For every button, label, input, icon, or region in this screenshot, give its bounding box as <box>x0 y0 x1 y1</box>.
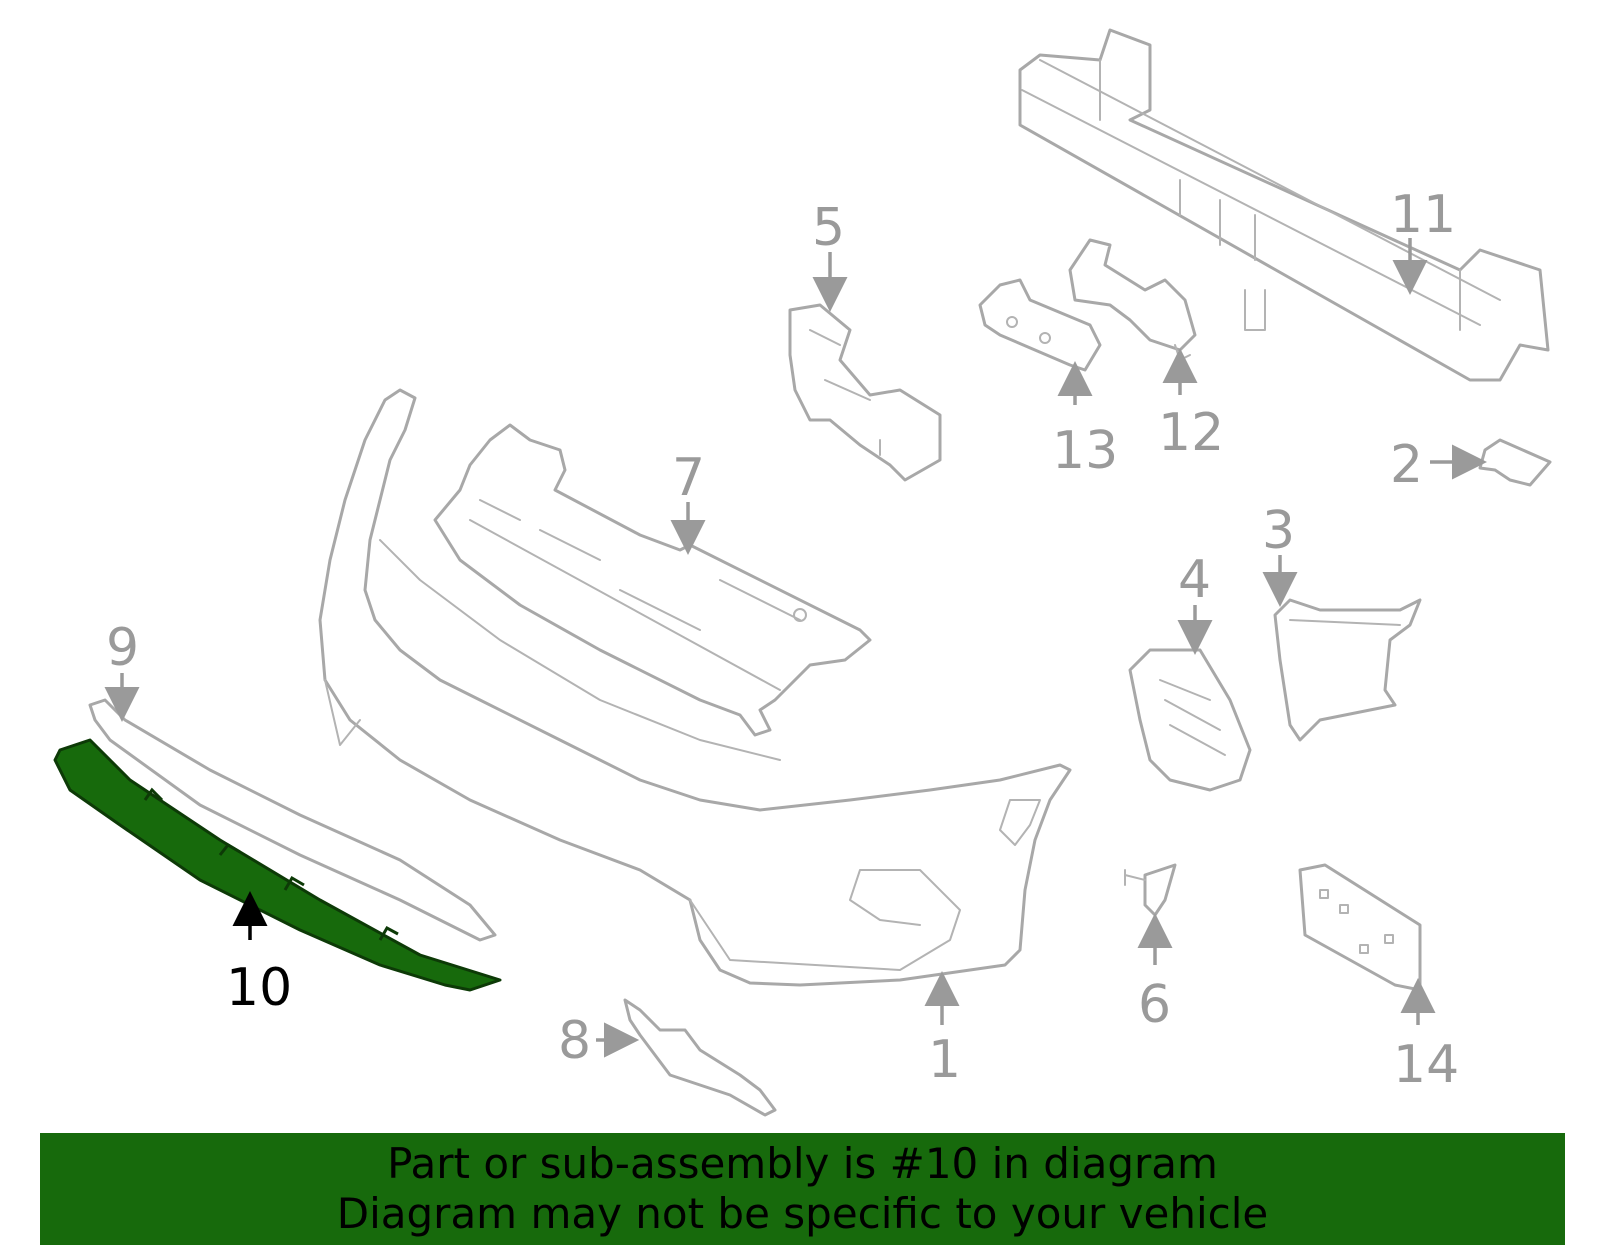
bumper-cover-part-1 <box>318 388 1072 987</box>
callout-2: 2 <box>1390 435 1423 495</box>
callout-5: 5 <box>812 198 845 258</box>
bracket-part-8 <box>623 998 777 1117</box>
callout-3: 3 <box>1262 501 1295 561</box>
callout-arrows <box>104 238 1487 1058</box>
license-bracket-part-14 <box>1298 863 1422 992</box>
bracket-part-5 <box>788 303 942 482</box>
callout-9: 9 <box>106 618 139 678</box>
spoiler-part-10 <box>53 738 502 992</box>
fastener-part-6 <box>1124 863 1177 917</box>
callout-labels: 1 2 3 4 5 6 7 8 9 10 11 12 13 14 <box>106 185 1459 1095</box>
callout-12: 12 <box>1158 403 1224 463</box>
side-bracket-part-3 <box>1273 598 1422 742</box>
info-banner: Part or sub-assembly is #10 in diagram D… <box>40 1133 1565 1245</box>
bracket-part-13 <box>978 278 1102 372</box>
callout-6: 6 <box>1138 975 1171 1035</box>
trim-strip-part-9 <box>88 698 497 942</box>
banner-line-disclaimer: Diagram may not be specific to your vehi… <box>336 1189 1269 1238</box>
callout-7: 7 <box>672 448 705 508</box>
callout-8: 8 <box>558 1011 591 1071</box>
banner-line-part-number: Part or sub-assembly is #10 in diagram <box>387 1139 1218 1188</box>
bracket-part-12 <box>1068 238 1197 361</box>
clip-part-2 <box>1478 438 1552 487</box>
callout-14: 14 <box>1393 1035 1459 1095</box>
callout-13: 13 <box>1052 421 1118 481</box>
callout-11: 11 <box>1390 185 1456 245</box>
callout-10: 10 <box>226 958 292 1018</box>
reinforcement-beam-part-11 <box>1018 28 1550 382</box>
fog-bracket-part-4 <box>1128 648 1252 792</box>
callout-4: 4 <box>1178 550 1211 610</box>
callout-1: 1 <box>928 1030 961 1090</box>
grille-support-part-7 <box>433 423 872 737</box>
